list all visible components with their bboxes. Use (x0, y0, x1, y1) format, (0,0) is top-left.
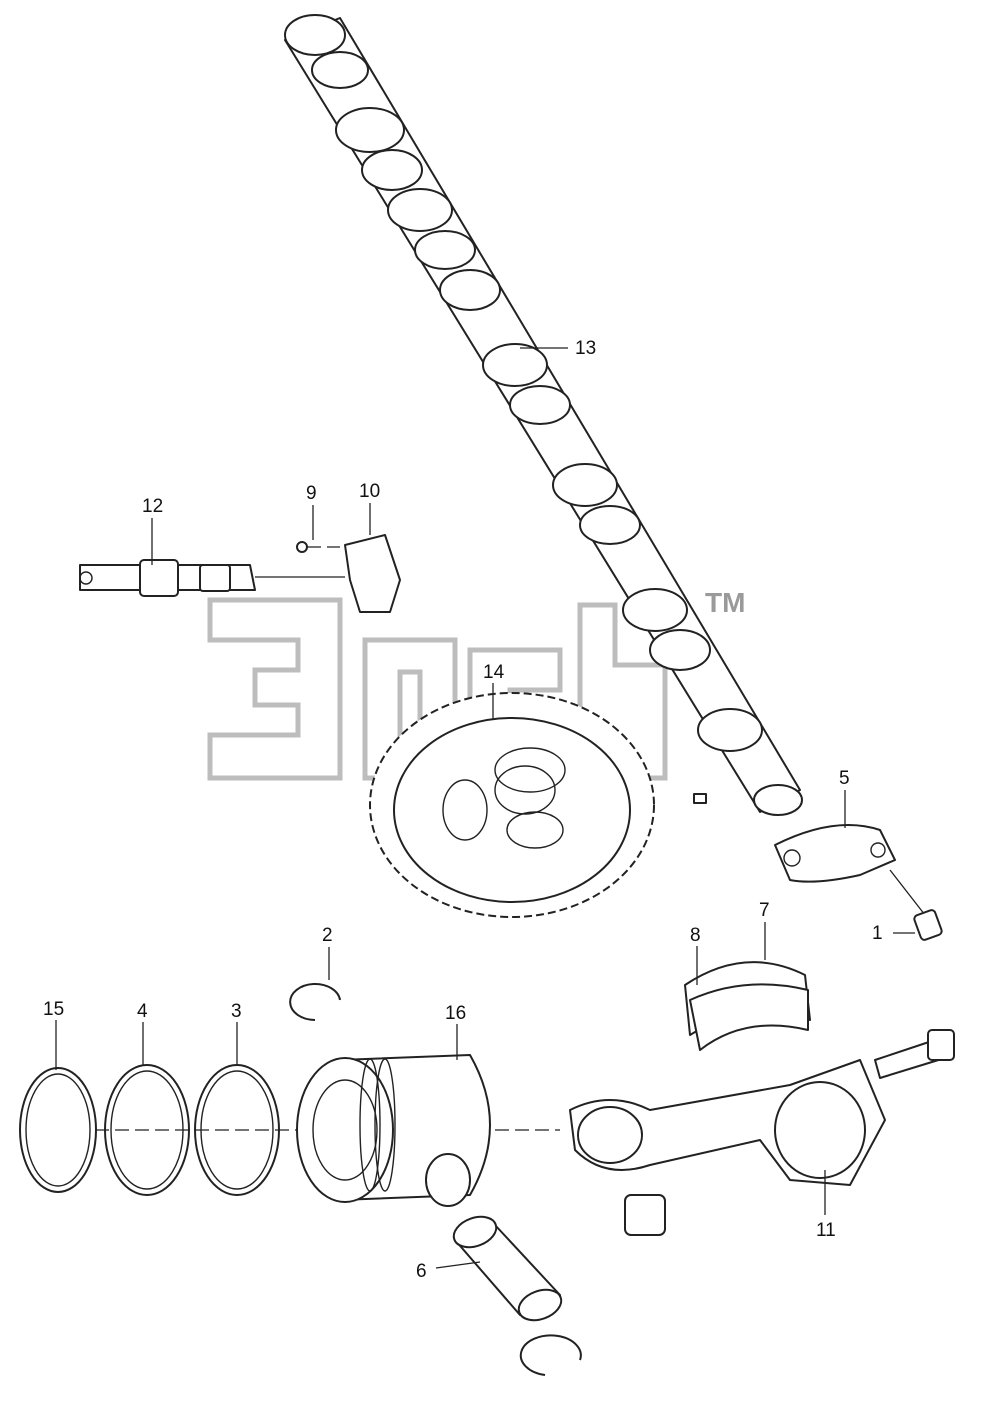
piston-pin (452, 1215, 563, 1322)
leader-lines (55, 347, 915, 1269)
callout-7: 7 (759, 900, 770, 921)
bearing-shell-lower (689, 983, 809, 1051)
callout-11: 11 (816, 1220, 836, 1241)
callout-10: 10 (359, 481, 380, 502)
injector-clamp (344, 534, 401, 613)
callout-14: 14 (483, 662, 505, 683)
callout-5: 5 (839, 768, 850, 789)
callout-12: 12 (142, 496, 163, 517)
callout-16: 16 (445, 1003, 466, 1024)
callout-9: 9 (306, 483, 317, 504)
callout-13: 13 (575, 338, 596, 359)
callout-1: 1 (872, 923, 883, 944)
callout-labels: 13 12 9 10 14 5 1 2 15 4 3 16 8 7 6 11 (43, 338, 883, 1282)
callout-4: 4 (137, 1001, 148, 1022)
thrust-plate (774, 824, 896, 883)
connecting-rod (569, 1029, 955, 1236)
camshaft (284, 14, 803, 816)
piston (296, 1054, 491, 1207)
callout-2: 2 (322, 925, 333, 946)
callout-15: 15 (43, 999, 64, 1020)
circlip-upper (289, 983, 341, 1021)
camshaft-gear (369, 692, 655, 918)
thrust-plate-bolt (889, 869, 943, 941)
clamp-bolt (296, 541, 340, 553)
circlip-lower (519, 1334, 582, 1376)
callout-6: 6 (416, 1261, 427, 1282)
fuel-injector (79, 559, 345, 597)
watermark-trademark: TM (705, 587, 745, 618)
piston-ring-15 (19, 1067, 97, 1193)
callout-8: 8 (690, 925, 701, 946)
callout-3: 3 (231, 1001, 242, 1022)
